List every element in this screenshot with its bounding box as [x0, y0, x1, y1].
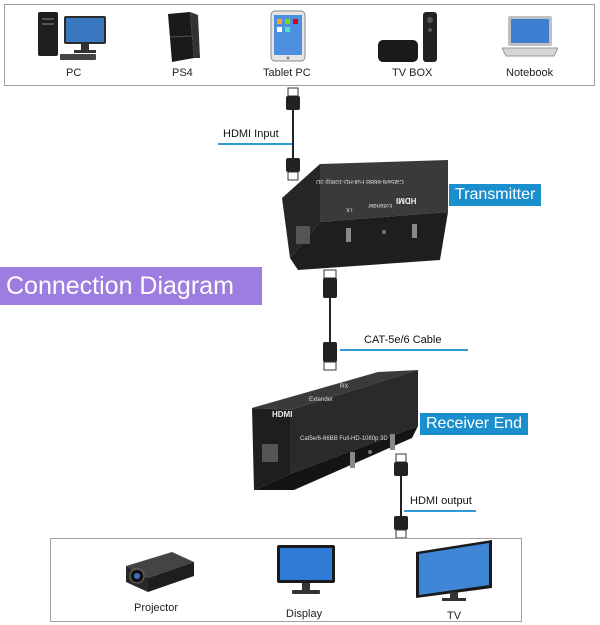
laptop-icon: [502, 16, 558, 57]
hdmi-output-label: HDMI output: [410, 495, 472, 507]
transmitter-tag: Transmitter: [449, 184, 542, 206]
receiver-tag: Receiver End: [420, 413, 529, 435]
source-label-notebook: Notebook: [506, 67, 554, 79]
cat-cable: [323, 269, 337, 371]
desktop-pc-icon: [38, 12, 106, 60]
hdmi-output-underline: [404, 510, 476, 512]
destination-label-display: Display: [286, 608, 323, 620]
hdmi-input-cable: [286, 87, 300, 181]
cat-cable-underline: [340, 349, 468, 351]
source-label-tv-box: TV BOX: [392, 67, 433, 79]
projector-icon: [126, 552, 194, 592]
transmitter-print-extender: Extender: [368, 202, 393, 208]
receiver-print-hdmi: HDMI: [272, 410, 293, 419]
connection-diagram-title: Connection Diagram: [0, 267, 262, 305]
hdmi-input-label: HDMI Input: [223, 128, 279, 140]
tv-box-icon: [378, 12, 437, 62]
source-label-tablet-pc: Tablet PC: [263, 67, 311, 79]
game-console-icon: [168, 12, 200, 62]
destination-label-projector: Projector: [134, 602, 179, 614]
receiver-print-model: Cat5e/6-66BB Full-HD-1080p 3D: [300, 436, 388, 442]
hdmi-output-cable: [394, 453, 408, 539]
receiver-print-extender: Extender: [309, 397, 334, 403]
transmitter-print-tx: TX: [346, 206, 354, 212]
receiver-print-rx: RX: [340, 384, 349, 390]
source-label-ps4: PS4: [172, 67, 193, 79]
destination-label-tv: TV: [447, 610, 462, 622]
receiver-device: [252, 370, 418, 490]
source-label-pc: PC: [66, 67, 82, 79]
cat-cable-label: CAT-5e/6 Cable: [364, 334, 442, 346]
tv-icon: [416, 540, 492, 601]
hdmi-input-underline: [218, 143, 292, 145]
monitor-icon: [277, 545, 335, 594]
tablet-icon: [270, 10, 306, 62]
transmitter-device: [282, 160, 448, 270]
transmitter-print-model: Cat5e/6-66BB Full-HD-1080p 3D: [316, 178, 404, 184]
transmitter-print-hdmi: HDMI: [396, 196, 417, 205]
